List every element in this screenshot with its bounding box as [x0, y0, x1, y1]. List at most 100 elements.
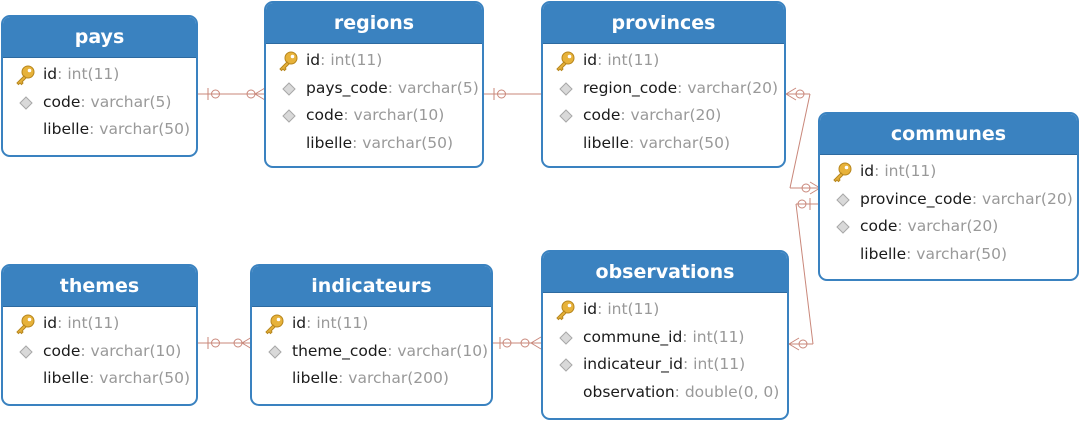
- key-icon: [260, 310, 288, 337]
- table-indicateurs[interactable]: indicateurs id: int(11)theme_code: varch…: [250, 264, 493, 406]
- column-row[interactable]: code: varchar(20): [543, 102, 784, 130]
- column-type: int(11): [607, 300, 660, 318]
- relation-pays-regions: [198, 87, 266, 101]
- type-separator: :: [80, 341, 91, 360]
- column-list: id: int(11)commune_id: int(11)indicateur…: [543, 293, 787, 406]
- column-row[interactable]: commune_id: int(11): [543, 324, 787, 352]
- type-separator: :: [597, 300, 608, 318]
- column-name: id: [292, 314, 307, 332]
- diamond-icon: [551, 324, 579, 351]
- column-type: int(11): [67, 314, 120, 332]
- column-row[interactable]: region_code: varchar(20): [543, 75, 784, 103]
- table-provinces[interactable]: provinces id: int(11)region_code: varcha…: [541, 1, 786, 168]
- type-separator: :: [387, 78, 398, 97]
- column-type: varchar(50): [99, 120, 191, 138]
- type-separator: :: [306, 314, 317, 332]
- column-name: libelle: [292, 369, 339, 387]
- column-name: id: [860, 162, 875, 180]
- column-type: int(11): [692, 327, 745, 346]
- column-type: int(11): [884, 162, 937, 180]
- column-row[interactable]: id: int(11): [543, 47, 784, 75]
- column-row[interactable]: id: int(11): [543, 296, 787, 324]
- column-list: id: int(11)province_code: varchar(20)cod…: [820, 155, 1077, 268]
- column-name: region_code: [583, 78, 678, 97]
- column-name: commune_id: [583, 327, 683, 346]
- column-row[interactable]: id: int(11): [3, 310, 196, 338]
- table-themes[interactable]: themes id: int(11)code: varchar(10)libel…: [1, 264, 198, 406]
- column-type: int(11): [330, 51, 383, 69]
- column-name: libelle: [860, 244, 907, 263]
- key-icon: [11, 61, 39, 88]
- table-communes[interactable]: communes id: int(11)province_code: varch…: [818, 112, 1079, 281]
- column-row[interactable]: theme_code: varchar(10): [252, 338, 491, 366]
- column-type: varchar(50): [99, 369, 191, 387]
- type-separator: :: [677, 78, 688, 97]
- no-icon: [551, 379, 579, 406]
- no-icon: [260, 365, 288, 392]
- type-separator: :: [674, 382, 685, 401]
- column-type: int(11): [67, 65, 120, 83]
- column-name: libelle: [583, 133, 630, 152]
- column-type: int(11): [316, 314, 369, 332]
- key-icon: [551, 296, 579, 323]
- column-row[interactable]: code: varchar(10): [266, 102, 482, 130]
- column-type: varchar(5): [397, 78, 479, 97]
- column-type: varchar(10): [90, 341, 182, 360]
- column-type: varchar(10): [353, 106, 445, 124]
- column-name: id: [43, 65, 58, 83]
- type-separator: :: [89, 120, 100, 138]
- type-separator: :: [80, 92, 91, 111]
- column-type: varchar(200): [348, 369, 449, 387]
- column-list: id: int(11)pays_code: varchar(5)code: va…: [266, 44, 482, 157]
- table-regions[interactable]: regions id: int(11)pays_code: varchar(5)…: [264, 1, 484, 168]
- column-row[interactable]: id: int(11): [820, 158, 1077, 186]
- diamond-icon: [274, 75, 302, 102]
- column-row[interactable]: libelle: varchar(50): [3, 116, 196, 144]
- column-name: code: [43, 341, 81, 360]
- column-name: province_code: [860, 189, 972, 208]
- column-name: id: [583, 51, 598, 69]
- column-row[interactable]: indicateur_id: int(11): [543, 351, 787, 379]
- column-name: observation: [583, 382, 675, 401]
- table-pays[interactable]: pays id: int(11)code: varchar(5)libelle:…: [1, 15, 198, 157]
- column-row[interactable]: libelle: varchar(50): [3, 365, 196, 393]
- column-row[interactable]: id: int(11): [266, 47, 482, 75]
- column-row[interactable]: id: int(11): [3, 61, 196, 89]
- table-title: indicateurs: [252, 266, 491, 307]
- table-observations[interactable]: observations id: int(11)commune_id: int(…: [541, 250, 789, 420]
- diamond-icon: [551, 75, 579, 102]
- column-row[interactable]: libelle: varchar(200): [252, 365, 491, 393]
- column-name: pays_code: [306, 78, 388, 97]
- column-row[interactable]: code: varchar(5): [3, 89, 196, 117]
- column-type: varchar(10): [397, 341, 489, 360]
- column-name: code: [306, 106, 344, 124]
- column-name: libelle: [306, 133, 353, 152]
- column-row[interactable]: observation: double(0, 0): [543, 379, 787, 407]
- column-type: varchar(50): [639, 133, 731, 152]
- no-icon: [11, 365, 39, 392]
- column-row[interactable]: code: varchar(20): [820, 213, 1077, 241]
- key-icon: [828, 158, 856, 185]
- key-icon: [551, 47, 579, 74]
- no-icon: [274, 130, 302, 157]
- relation-regions-provinces: [484, 88, 541, 100]
- column-row[interactable]: libelle: varchar(50): [266, 130, 482, 158]
- column-type: varchar(50): [362, 133, 454, 152]
- column-name: id: [583, 300, 598, 318]
- table-title: pays: [3, 17, 196, 58]
- column-row[interactable]: libelle: varchar(50): [543, 130, 784, 158]
- column-type: varchar(50): [916, 244, 1008, 263]
- diamond-icon: [11, 89, 39, 116]
- type-separator: :: [57, 314, 68, 332]
- column-type: varchar(5): [90, 92, 172, 111]
- diamond-icon: [274, 102, 302, 129]
- column-row[interactable]: code: varchar(10): [3, 338, 196, 366]
- diamond-icon: [11, 338, 39, 365]
- key-icon: [274, 47, 302, 74]
- column-row[interactable]: pays_code: varchar(5): [266, 75, 482, 103]
- column-row[interactable]: libelle: varchar(50): [820, 241, 1077, 269]
- type-separator: :: [320, 51, 331, 69]
- column-row[interactable]: id: int(11): [252, 310, 491, 338]
- diamond-icon: [828, 186, 856, 213]
- column-row[interactable]: province_code: varchar(20): [820, 186, 1077, 214]
